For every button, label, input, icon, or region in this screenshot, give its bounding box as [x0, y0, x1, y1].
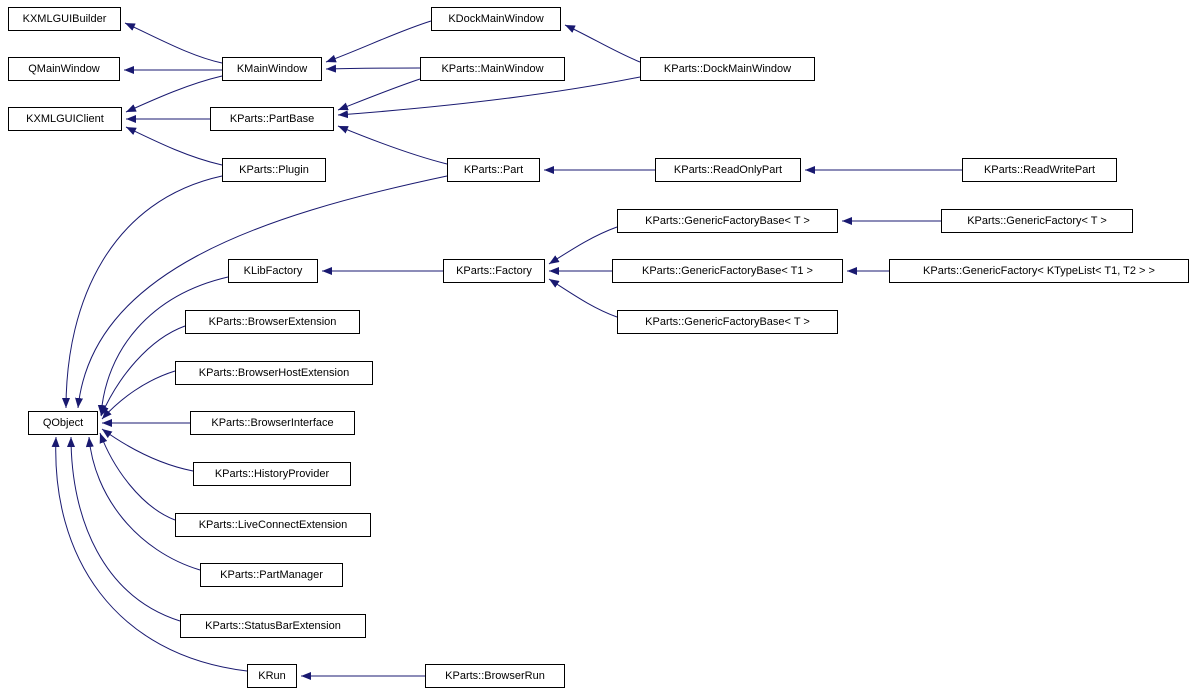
- class-node-kxmlguiclient[interactable]: KXMLGUIClient: [8, 107, 122, 131]
- class-node-qobject[interactable]: QObject: [28, 411, 98, 435]
- class-node-kparts-browserrun[interactable]: KParts::BrowserRun: [425, 664, 565, 688]
- class-node-kparts-genericfactorybase-t-1[interactable]: KParts::GenericFactoryBase< T >: [617, 209, 838, 233]
- edge-kmainwindow-to-kxmlguibuilder: [124, 22, 223, 64]
- edge-krun-to-qobject: [51, 436, 248, 672]
- class-node-kparts-genericfactory-t[interactable]: KParts::GenericFactory< T >: [941, 209, 1133, 233]
- class-node-kparts-readonlypart[interactable]: KParts::ReadOnlyPart: [655, 158, 801, 182]
- edge-kparts-browserextension-to-qobject: [100, 325, 186, 417]
- class-node-qmainwindow[interactable]: QMainWindow: [8, 57, 120, 81]
- class-node-kdockmainwindow[interactable]: KDockMainWindow: [431, 7, 561, 31]
- class-node-kparts-liveconnectextension[interactable]: KParts::LiveConnectExtension: [175, 513, 371, 537]
- class-node-kparts-genericfactorybase-t1[interactable]: KParts::GenericFactoryBase< T1 >: [612, 259, 843, 283]
- class-node-kparts-readwritepart[interactable]: KParts::ReadWritePart: [962, 158, 1117, 182]
- edge-kparts-part-to-qobject: [75, 175, 448, 409]
- edge-kparts-statusbarextension-to-qobject: [67, 436, 181, 622]
- class-node-kmainwindow[interactable]: KMainWindow: [222, 57, 322, 81]
- class-node-kparts-part[interactable]: KParts::Part: [447, 158, 540, 182]
- class-node-kxmlguibuilder[interactable]: KXMLGUIBuilder: [8, 7, 121, 31]
- class-node-kparts-partmanager[interactable]: KParts::PartManager: [200, 563, 343, 587]
- edge-kparts-liveconnectextension-to-qobject: [99, 432, 176, 521]
- edge-kparts-genericfactorybase-t-to-kparts-factory: [548, 226, 618, 265]
- edge-kparts-dockmainwindow-to-kparts-partbase: [337, 76, 641, 119]
- class-node-kparts-genericfactorybase-t-2[interactable]: KParts::GenericFactoryBase< T >: [617, 310, 838, 334]
- edge-kparts-part-to-kparts-partbase: [337, 125, 448, 165]
- class-node-kparts-mainwindow[interactable]: KParts::MainWindow: [420, 57, 565, 81]
- edge-kparts-plugin-to-kxmlguiclient: [125, 126, 223, 166]
- class-node-kparts-dockmainwindow[interactable]: KParts::DockMainWindow: [640, 57, 815, 81]
- edge-kparts-plugin-to-qobject: [62, 175, 223, 409]
- edge-klibfactory-to-qobject: [97, 276, 229, 416]
- class-node-kparts-statusbarextension[interactable]: KParts::StatusBarExtension: [180, 614, 366, 638]
- edge-kmainwindow-to-kxmlguiclient: [125, 75, 223, 113]
- edge-kdockmainwindow-to-kmainwindow: [325, 20, 432, 63]
- edge-kparts-genericfactorybase-t-2-to-kparts-factory: [548, 278, 618, 318]
- class-node-kparts-browserhostextension[interactable]: KParts::BrowserHostExtension: [175, 361, 373, 385]
- class-node-kparts-plugin[interactable]: KParts::Plugin: [222, 158, 326, 182]
- edge-kparts-partmanager-to-qobject: [85, 436, 201, 571]
- edge-kparts-mainwindow-to-kparts-partbase: [337, 78, 421, 111]
- edge-kparts-historyprovider-to-qobject: [101, 428, 194, 472]
- class-node-kparts-historyprovider[interactable]: KParts::HistoryProvider: [193, 462, 351, 486]
- class-node-kparts-genericfactory-ktypelist[interactable]: KParts::GenericFactory< KTypeList< T1, T…: [889, 259, 1189, 283]
- edge-kparts-mainwindow-to-kmainwindow: [325, 64, 421, 73]
- edge-kparts-browserhostextension-to-qobject: [101, 370, 176, 420]
- class-node-krun[interactable]: KRun: [247, 664, 297, 688]
- class-node-kparts-browserextension[interactable]: KParts::BrowserExtension: [185, 310, 360, 334]
- class-node-kparts-factory[interactable]: KParts::Factory: [443, 259, 545, 283]
- edge-kparts-dockmainwindow-to-kdockmainwindow: [564, 24, 641, 63]
- class-node-kparts-browserinterface[interactable]: KParts::BrowserInterface: [190, 411, 355, 435]
- class-node-klibfactory[interactable]: KLibFactory: [228, 259, 318, 283]
- class-node-kparts-partbase[interactable]: KParts::PartBase: [210, 107, 334, 131]
